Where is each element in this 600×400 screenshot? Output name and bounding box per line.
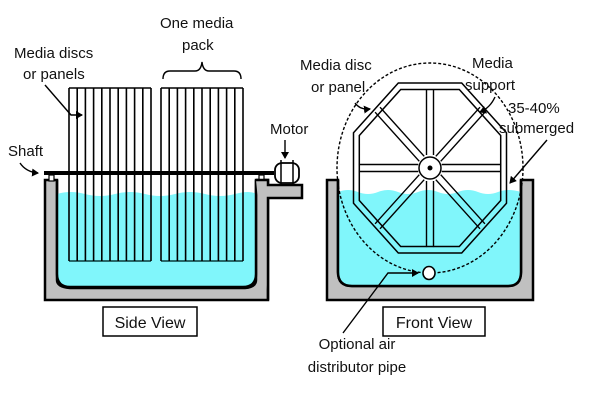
front-view-caption-box: Front View	[382, 306, 486, 337]
label-media-disc-2: or panel	[311, 79, 365, 96]
label-submerged-1: 35-40%	[508, 100, 560, 117]
wheel-spoke	[435, 106, 481, 157]
arrow-air-pipe	[342, 269, 419, 334]
side-water	[57, 192, 256, 287]
wheel-spoke	[379, 106, 425, 157]
wheel-spoke	[374, 111, 420, 162]
label-media-pack-2: pack	[182, 37, 214, 54]
label-media-support-2: support	[465, 77, 516, 94]
bearing-left	[48, 174, 55, 182]
label-media-pack-1: One media	[160, 15, 234, 32]
arrow-shaft	[19, 162, 39, 177]
wheel-spoke	[440, 174, 486, 225]
side-tank-inner	[55, 180, 258, 289]
label-shaft: Shaft	[8, 143, 44, 160]
front-view-caption: Front View	[396, 315, 473, 332]
label-media-discs-1: Media discs	[14, 45, 93, 62]
air-distributor-pipe	[422, 265, 436, 281]
arrow-media-disc	[354, 102, 371, 114]
media-pack-brace	[162, 61, 242, 80]
motor-platform	[256, 178, 304, 300]
wheel-axle	[427, 165, 433, 171]
label-media-discs-2: or panels	[23, 66, 85, 83]
arrow-media-support	[479, 96, 496, 114]
label-motor: Motor	[270, 121, 308, 138]
label-air-pipe-2: distributor pipe	[308, 359, 406, 376]
label-media-disc-1: Media disc	[300, 57, 372, 74]
media-support-frame-outer	[352, 82, 508, 254]
wheel-spoke	[435, 179, 481, 230]
label-media-support-1: Media	[472, 55, 514, 72]
label-submerged-2: submerged	[499, 120, 574, 137]
side-view: Media discs or panels One media pack Sha…	[8, 15, 308, 337]
side-view-caption: Side View	[115, 315, 186, 332]
front-view: Media disc or panel Media support 35-40%…	[300, 55, 574, 376]
arrow-media-discs	[44, 84, 83, 119]
motor-icon	[274, 160, 300, 186]
wheel-spoke	[374, 174, 420, 225]
label-air-pipe-1: Optional air	[319, 336, 396, 353]
side-view-caption-box: Side View	[102, 306, 198, 337]
media-support-frame-inner	[358, 88, 502, 248]
wheel-spoke	[379, 179, 425, 230]
arrow-submerged	[509, 139, 548, 184]
front-tank-inner	[336, 180, 523, 288]
shaft	[44, 171, 274, 175]
wheel-spoke	[440, 111, 486, 162]
